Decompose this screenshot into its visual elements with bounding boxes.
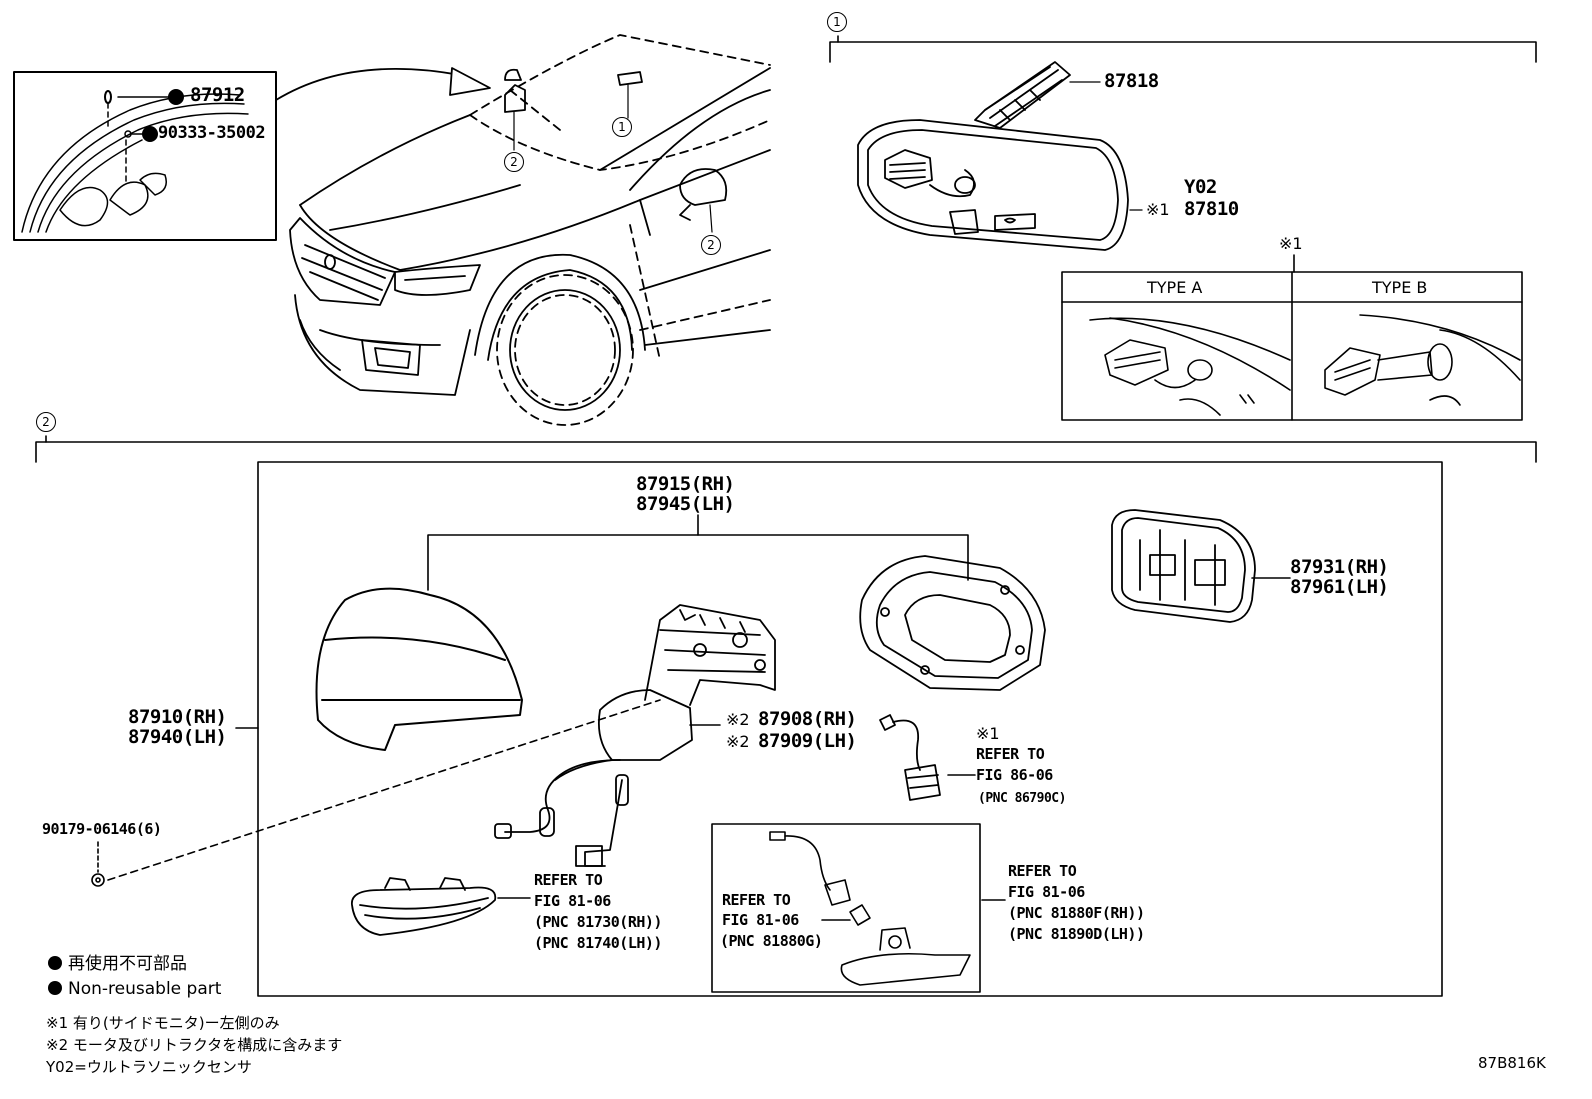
part-87945-lh-label[interactable]: 87945(LH) [636,493,735,515]
lamp-pnc-rh: (PNC 81880F(RH)) [1008,904,1145,922]
part-87910-rh-label[interactable]: 87910(RH) [128,706,227,728]
type-box-note-mark: ※1 [1279,234,1303,253]
foot-lamp-box [711,823,981,993]
note-3: Y02=ウルトラソニックセンサ [46,1058,252,1076]
legend-en-nonreusable: Non-reusable part [48,981,221,998]
part-90179-06146-label[interactable]: 90179-06146(6) [42,820,162,838]
part-87810-label[interactable]: 87810 [1184,198,1239,220]
part-87915-rh-label[interactable]: 87915(RH) [636,473,735,495]
nonreusable-dot-icon [48,956,62,970]
camera-pnc-label: (PNC 86790C) [978,791,1066,806]
section-2-marker: 2 [36,412,56,432]
note-2-mark-lh: ※2 [726,732,750,751]
lamp-refer-to: REFER TO [1008,862,1077,880]
part-87940-lh-label[interactable]: 87940(LH) [128,726,227,748]
legend-jp-nonreusable: 再使用不可部品 [48,956,187,973]
mirror-cover-drawing [315,587,523,751]
bulb-refer-to: REFER TO [722,891,791,909]
y02-label: Y02 [1184,176,1217,198]
section-1-marker: 1 [827,12,847,32]
mirror-base-drawing [494,604,776,867]
lamp-fig-link[interactable]: FIG 81-06 [1008,883,1085,901]
callout-2-car-left[interactable]: 2 [504,152,524,172]
figure-code: 87B816K [1478,1054,1546,1072]
signal-refer-to: REFER TO [534,871,603,889]
screw-symbol [91,841,105,887]
signal-fig-link[interactable]: FIG 81-06 [534,892,611,910]
part-87912-label[interactable]: 87912 [190,84,245,106]
part-87818-label[interactable]: 87818 [1104,70,1159,92]
mirror-housing-drawing [859,555,1046,691]
section1-bracket [829,35,1537,63]
car-drawing [289,34,771,426]
bulb-pnc-label: (PNC 81880G) [720,932,823,950]
bulb-fig-link[interactable]: FIG 81-06 [722,911,799,929]
camera-fig-link[interactable]: FIG 86-06 [976,766,1053,784]
note-2: ※2 モータ及びリトラクタを構成に含みます [46,1036,343,1054]
door-mirror-frame [107,461,1443,997]
part-87931-rh-label[interactable]: 87931(RH) [1290,556,1389,578]
legend-en-text: Non-reusable part [68,979,222,999]
type-a-label: TYPE A [1147,278,1203,297]
inset-pillar-drawing [13,71,277,241]
turn-signal-drawing [351,877,497,936]
inset-arrow [275,67,491,101]
part-90333-35002-label[interactable]: 90333-35002 [158,123,266,143]
note-2-mark-rh: ※2 [726,710,750,729]
camera-note-mark: ※1 [976,724,1000,743]
lamp-pnc-lh: (PNC 81890D(LH)) [1008,925,1145,943]
signal-pnc-lh: (PNC 81740(LH)) [534,934,662,952]
callout-1-car[interactable]: 1 [612,117,632,137]
side-camera-drawing [879,714,941,801]
section2-bracket [35,435,1537,463]
part-87909-lh-label[interactable]: 87909(LH) [758,730,857,752]
type-detail-box [1061,254,1523,421]
part-87908-rh-label[interactable]: 87908(RH) [758,708,857,730]
callout-2-car-right[interactable]: 2 [701,235,721,255]
note-1: ※1 有り(サイドモニタ)ー左側のみ [46,1014,280,1032]
signal-pnc-rh: (PNC 81730(RH)) [534,913,662,931]
camera-refer-to: REFER TO [976,745,1045,763]
legend-jp-text: 再使用不可部品 [68,954,187,974]
nonreusable-dot-icon [48,981,62,995]
part-87961-lh-label[interactable]: 87961(LH) [1290,576,1389,598]
type-b-label: TYPE B [1372,278,1428,297]
mirror-glass-drawing [1111,509,1256,623]
rearview-mirror-drawing [857,61,1143,251]
note-1-mark-87810: ※1 [1146,200,1170,219]
